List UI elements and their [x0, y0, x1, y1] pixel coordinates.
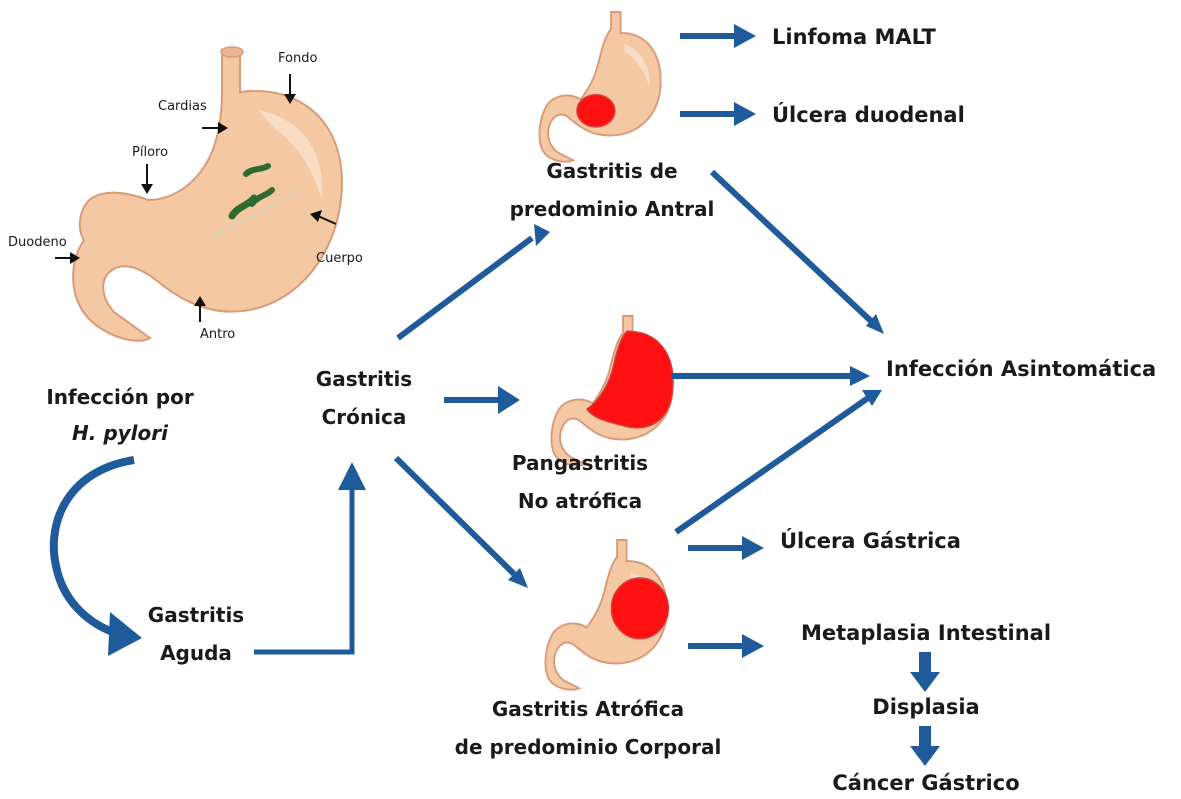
outcome-malt: Linfoma MALT	[772, 25, 937, 49]
arrow-atrophic-to-asymptomatic	[676, 398, 868, 532]
outcome-metaplasia: Metaplasia Intestinal	[801, 621, 1051, 645]
antral-line-1: Gastritis de	[546, 159, 677, 183]
arrow-head	[734, 102, 756, 126]
arrow-head	[108, 612, 142, 656]
down-arrow-head	[910, 672, 940, 692]
antral-line-2: predominio Antral	[510, 197, 715, 221]
down-arrow-shaft	[919, 652, 931, 674]
acute-line-2: Aguda	[160, 641, 232, 665]
infection-line-2: H. pylori	[72, 421, 169, 445]
arrow-head	[742, 536, 764, 560]
atrophic-line-2: de predominio Corporal	[455, 735, 722, 759]
outcome-duodenal-ulcer: Úlcera duodenal	[772, 102, 965, 127]
label-piloro: Píloro	[132, 145, 168, 160]
label-antro: Antro	[200, 327, 235, 342]
arrow-head	[534, 224, 550, 246]
arrow-head	[734, 24, 756, 48]
pangastritis-line-2: No atrófica	[518, 489, 642, 513]
arrow-head	[850, 366, 870, 386]
label-cuerpo: Cuerpo	[316, 251, 363, 266]
chronic-line-2: Crónica	[322, 405, 407, 429]
outcome-gastric-ulcer: Úlcera Gástrica	[780, 528, 961, 553]
down-arrow-head	[910, 746, 940, 766]
outcome-cancer: Cáncer Gástrico	[832, 771, 1019, 795]
chronic-line-1: Gastritis	[316, 367, 412, 391]
pangastritis-line-1: Pangastritis	[512, 451, 648, 475]
atrophic-stomach-illustration	[545, 540, 668, 690]
label-duodeno: Duodeno	[8, 235, 67, 250]
arrow-antral-to-asymptomatic	[712, 172, 872, 322]
infection-line-1: Infección por	[46, 385, 194, 409]
arrow-head	[498, 386, 520, 414]
antral-stomach-illustration	[539, 12, 660, 162]
arrow-to-antral	[398, 238, 532, 338]
curved-arrow	[54, 460, 134, 634]
label-fondo: Fondo	[278, 51, 317, 66]
pangastritis-stomach-illustration	[551, 316, 673, 466]
anatomy-stomach-illustration: Fondo Cardias Píloro Duodeno Cuerpo Antr…	[8, 47, 363, 342]
acute-line-1: Gastritis	[148, 603, 244, 627]
outcome-dysplasia: Displasia	[872, 695, 979, 719]
arrow-head	[742, 634, 764, 658]
arrow-to-atrophic	[396, 458, 514, 574]
elbow-arrow	[254, 486, 352, 652]
atrophic-line-1: Gastritis Atrófica	[492, 697, 684, 721]
label-cardias: Cardias	[158, 99, 207, 114]
down-arrow-shaft	[919, 726, 931, 748]
arrow-head	[338, 462, 366, 490]
outcome-asymptomatic: Infección Asintomática	[886, 357, 1156, 381]
